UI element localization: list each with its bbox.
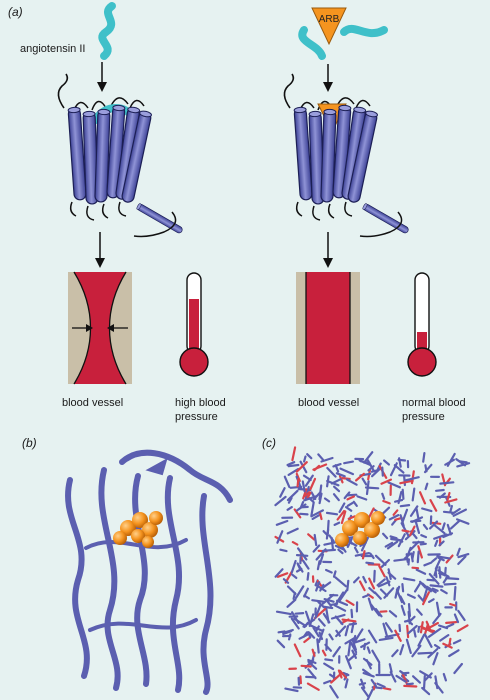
receptor-helix-bundle-icon [57,73,184,238]
arb-triangle-icon [311,7,347,46]
protein-ribbon-icon [65,449,233,695]
protein-stick-model-icon [274,446,471,700]
pressure-label-left-2: pressure [175,411,218,423]
bound-drug-spheres-c [335,511,385,547]
thermometer-icon [407,272,437,377]
pressure-label-right-2: pressure [402,411,445,423]
vessel-label-right: blood vessel [298,397,359,409]
bound-drug-spheres [113,511,163,548]
pressure-label-right-1: normal blood [402,397,466,409]
panel-label-c: (c) [262,436,276,450]
pressure-label-left-1: high blood [175,397,226,409]
vessel-label-left: blood vessel [62,397,123,409]
panel-label-a: (a) [8,5,23,19]
constricted-blood-vessel [68,271,132,385]
panel-label-b: (b) [22,436,37,450]
angiotensin-peptide-icon [98,2,116,60]
thermometer-right-level [417,332,427,353]
arb-label: ARB [319,14,340,25]
arb-bound-peptide-icon [298,24,388,60]
thermometer-left-level [189,299,199,353]
thermometer-icon [179,272,209,377]
normal-blood-vessel [296,272,360,384]
receptor-with-arb [283,73,410,238]
angiotensin-label: angiotensin II [20,43,85,55]
